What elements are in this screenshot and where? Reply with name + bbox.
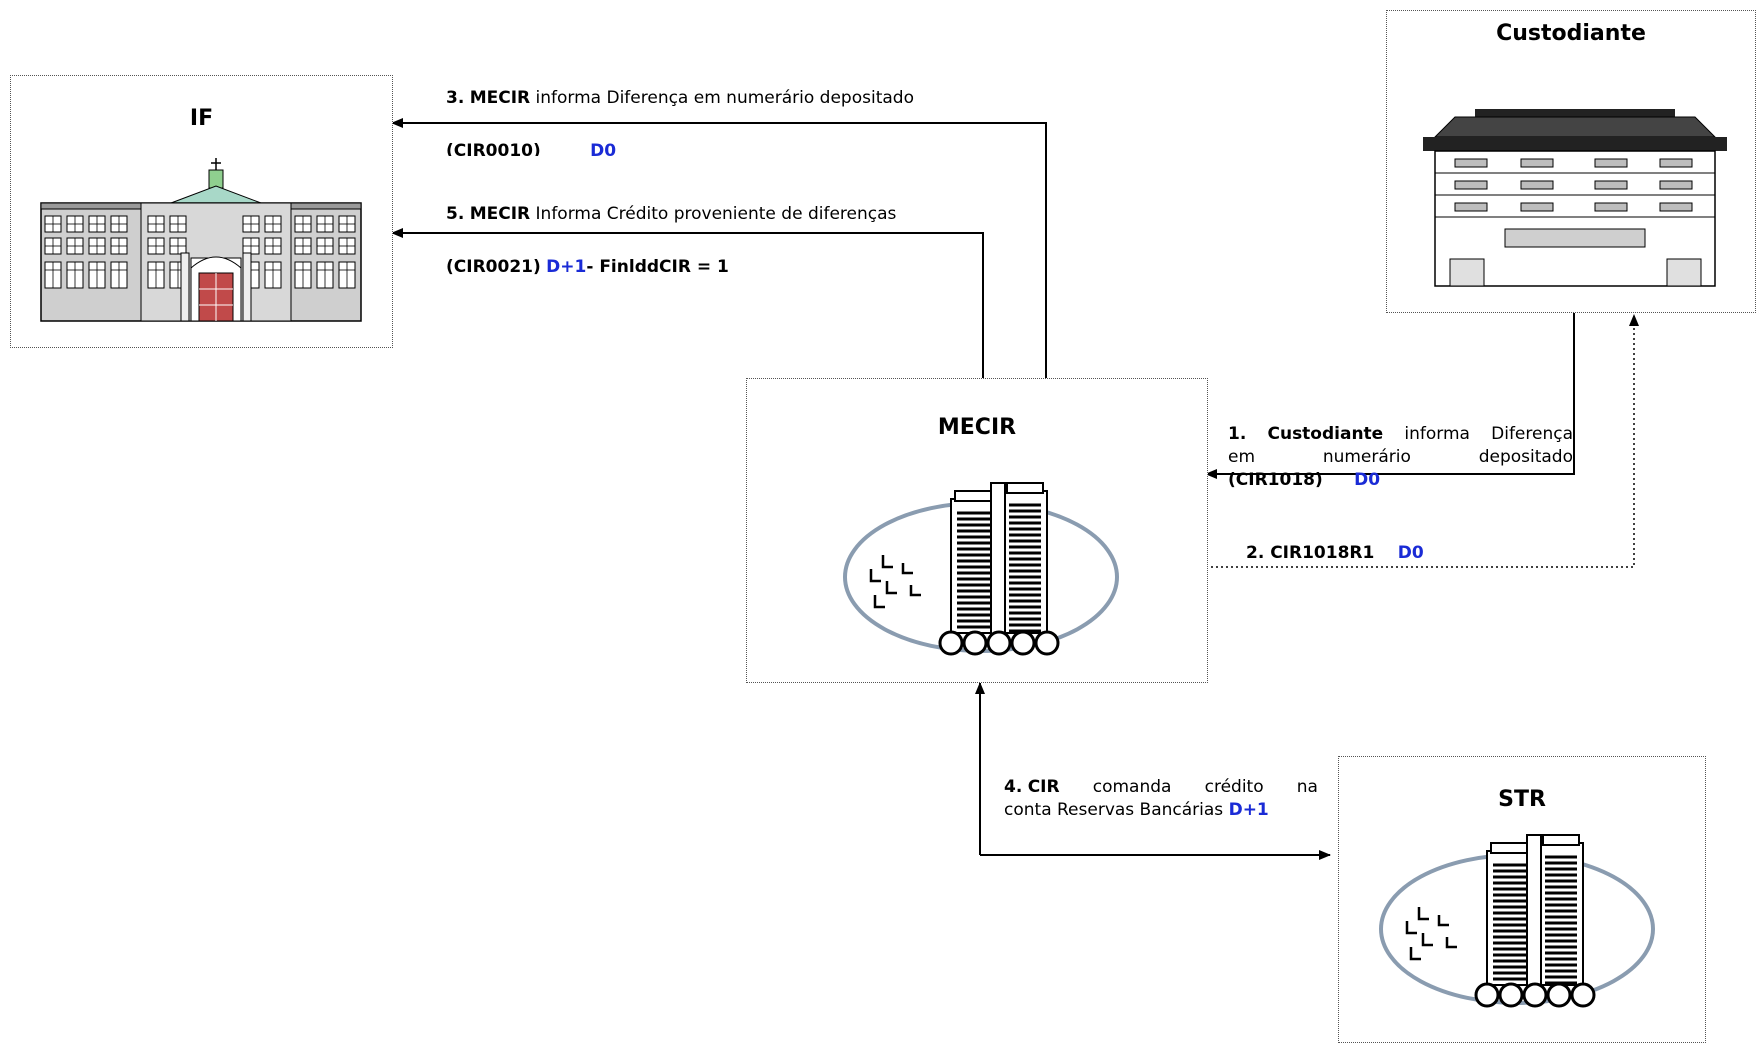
office-building-icon xyxy=(1423,109,1727,287)
step1-line2: em numerário depositado xyxy=(1228,446,1573,469)
step3-text: informa Diferença em numerário depositad… xyxy=(530,88,914,108)
step4-line1: 4. CIR comanda crédito na xyxy=(1004,776,1318,799)
step3-day: D0 xyxy=(590,141,617,156)
step4-word-comanda: comanda xyxy=(1092,777,1172,797)
step3-actor: MECIR xyxy=(469,88,531,108)
step1-word-num: numerário xyxy=(1322,447,1411,467)
step1-word-em: em xyxy=(1228,447,1256,467)
step5-suffix: - FinlddCIR = 1 xyxy=(586,257,729,277)
label-step2: 2. CIR1018R1 D0 xyxy=(1246,542,1424,565)
node-str: STR xyxy=(1338,756,1706,1043)
node-mecir: MECIR xyxy=(746,378,1208,683)
step4-word-credito: crédito xyxy=(1204,777,1264,797)
step1-word-dep: depositado xyxy=(1478,447,1573,467)
step4-day: D+1 xyxy=(1228,800,1269,820)
step5-day: D+1 xyxy=(546,257,587,277)
label-step3-code: (CIR0010) D0 xyxy=(446,140,616,156)
label-step4: 4. CIR comanda crédito na conta Reservas… xyxy=(1004,776,1318,822)
node-mecir-title: MECIR xyxy=(937,415,1017,440)
node-if-title: IF xyxy=(189,106,214,131)
central-bank-tower-icon xyxy=(843,482,1119,656)
label-step3: 3. MECIR informa Diferença em numerário … xyxy=(446,87,914,110)
step4-line2: conta Reservas Bancárias D+1 xyxy=(1004,799,1318,822)
step1-line3: (CIR1018) D0 xyxy=(1228,469,1573,492)
step3-code: (CIR0010) xyxy=(446,141,541,156)
step2-label: 2. CIR1018R1 xyxy=(1246,543,1375,563)
step4-line2-text: conta Reservas Bancárias xyxy=(1004,800,1224,820)
step5-actor: MECIR xyxy=(469,204,531,224)
node-custodiante-title: Custodiante xyxy=(1496,21,1646,46)
arrow-step3 xyxy=(391,118,1047,378)
step1-day: D0 xyxy=(1354,470,1381,490)
step5-text: Informa Crédito proveniente de diferença… xyxy=(530,204,897,224)
arrow-step1 xyxy=(1205,313,1575,479)
step1-number: 1. xyxy=(1228,424,1247,444)
label-step5: 5. MECIR Informa Crédito proveniente de … xyxy=(446,203,896,226)
step4-number: 4. xyxy=(1004,777,1023,797)
node-if: IF xyxy=(10,75,393,348)
step4-actor: CIR xyxy=(1027,777,1060,797)
step3-number: 3. xyxy=(446,88,465,108)
node-custodiante: Custodiante xyxy=(1386,10,1756,313)
step5-code: (CIR0021) xyxy=(446,257,541,277)
label-step1: 1. Custodiante informa Diferença em nume… xyxy=(1228,423,1573,492)
step5-number: 5. xyxy=(446,204,465,224)
government-building-icon xyxy=(40,158,362,322)
step1-line1: 1. Custodiante informa Diferença xyxy=(1228,423,1573,446)
node-str-title: STR xyxy=(1498,787,1546,812)
step1-code: (CIR1018) xyxy=(1228,470,1323,490)
central-bank-tower-icon xyxy=(1379,834,1655,1008)
step4-lead: 4. CIR xyxy=(1004,776,1060,799)
arrow-step5 xyxy=(391,228,984,378)
label-step5-code: (CIR0021) D+1- FinlddCIR = 1 xyxy=(446,256,729,279)
step4-word-na: na xyxy=(1296,777,1318,797)
step1-actor: Custodiante xyxy=(1267,424,1384,444)
step2-day: D0 xyxy=(1397,543,1424,563)
step1-text1: informa Diferença xyxy=(1383,424,1574,444)
arrow-step2 xyxy=(1206,314,1639,568)
